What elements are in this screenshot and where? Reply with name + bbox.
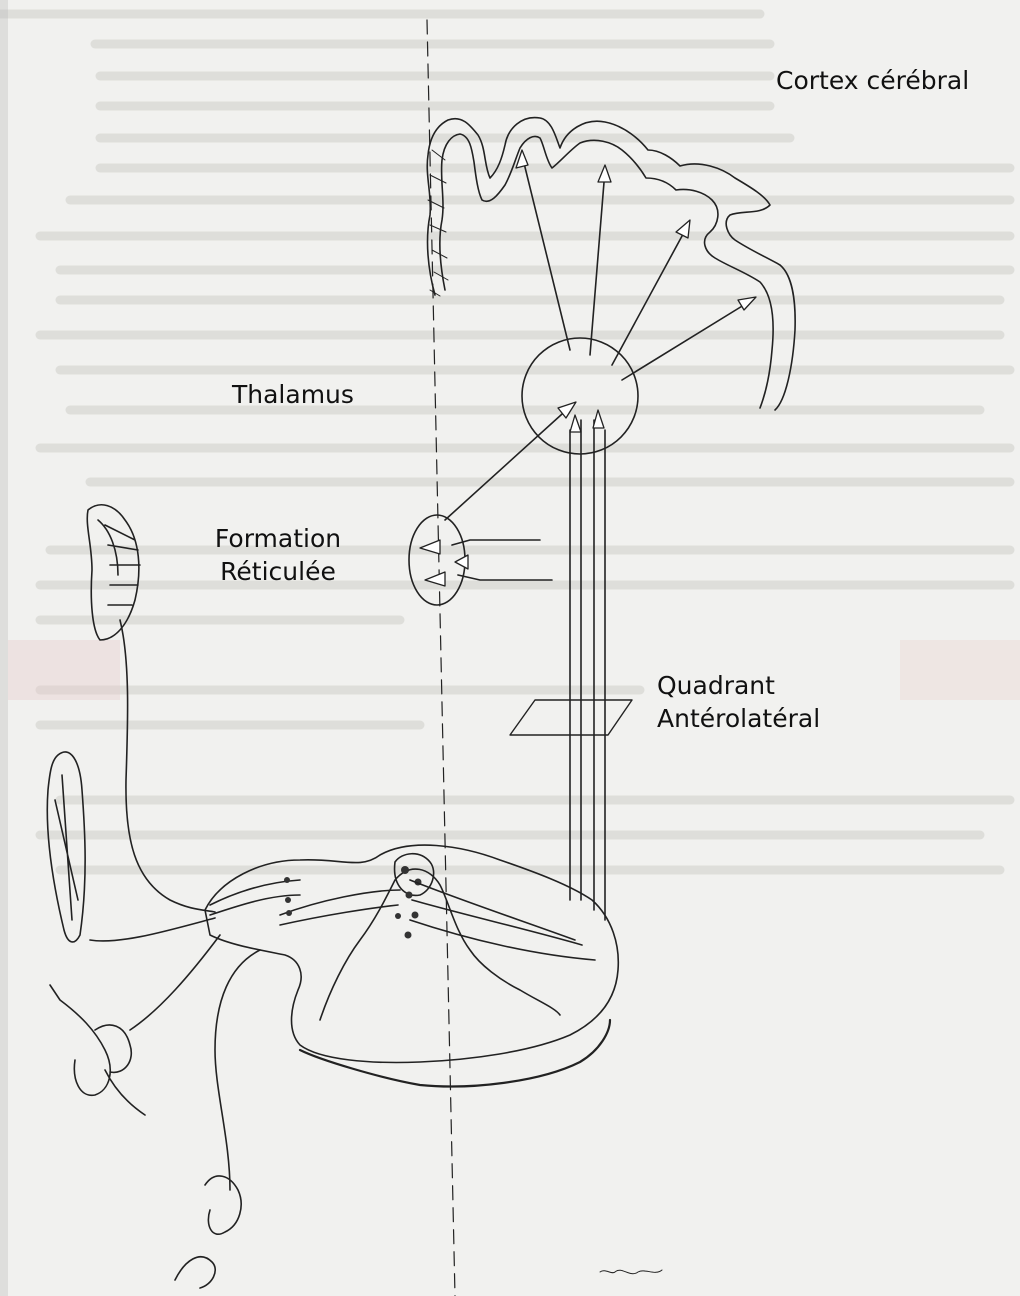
dorsal-root-fibres (210, 877, 300, 916)
joint-afferent (130, 935, 220, 1030)
dorsal-horn-shading (300, 1020, 610, 1086)
formation-label: Formation Réticulée (198, 522, 358, 588)
anterolateral-tracts (570, 420, 605, 920)
thalamus-label: Thalamus (232, 378, 354, 411)
quadrant-label: Quadrant Antérolatéral (657, 669, 820, 735)
formation-to-thalamus-arrow (445, 405, 572, 520)
collateral-upper (452, 540, 540, 545)
formation-label-line-1: Formation (198, 522, 358, 555)
muscle-afferent (90, 918, 215, 941)
quadrant-label-line-1: Quadrant (657, 669, 820, 702)
formation-label-line-2: Réticulée (198, 555, 358, 588)
visceral-afferent (215, 950, 260, 1190)
midline-dashed (427, 20, 455, 1296)
handwritten-scribble (600, 1270, 662, 1274)
cortex-label: Cortex cérébral (776, 64, 969, 97)
viscera-illustration (175, 1176, 241, 1288)
formation-shape (409, 515, 465, 605)
muscle-illustration (47, 752, 85, 942)
anterolateral-plane (510, 700, 632, 735)
joint-illustration (50, 985, 145, 1115)
quadrant-label-line-2: Antérolatéral (657, 702, 820, 735)
collateral-lower (458, 575, 552, 580)
thalamus-shape (522, 338, 638, 454)
crossing-fibres (280, 880, 595, 960)
spinal-cord-outline (205, 845, 618, 1062)
